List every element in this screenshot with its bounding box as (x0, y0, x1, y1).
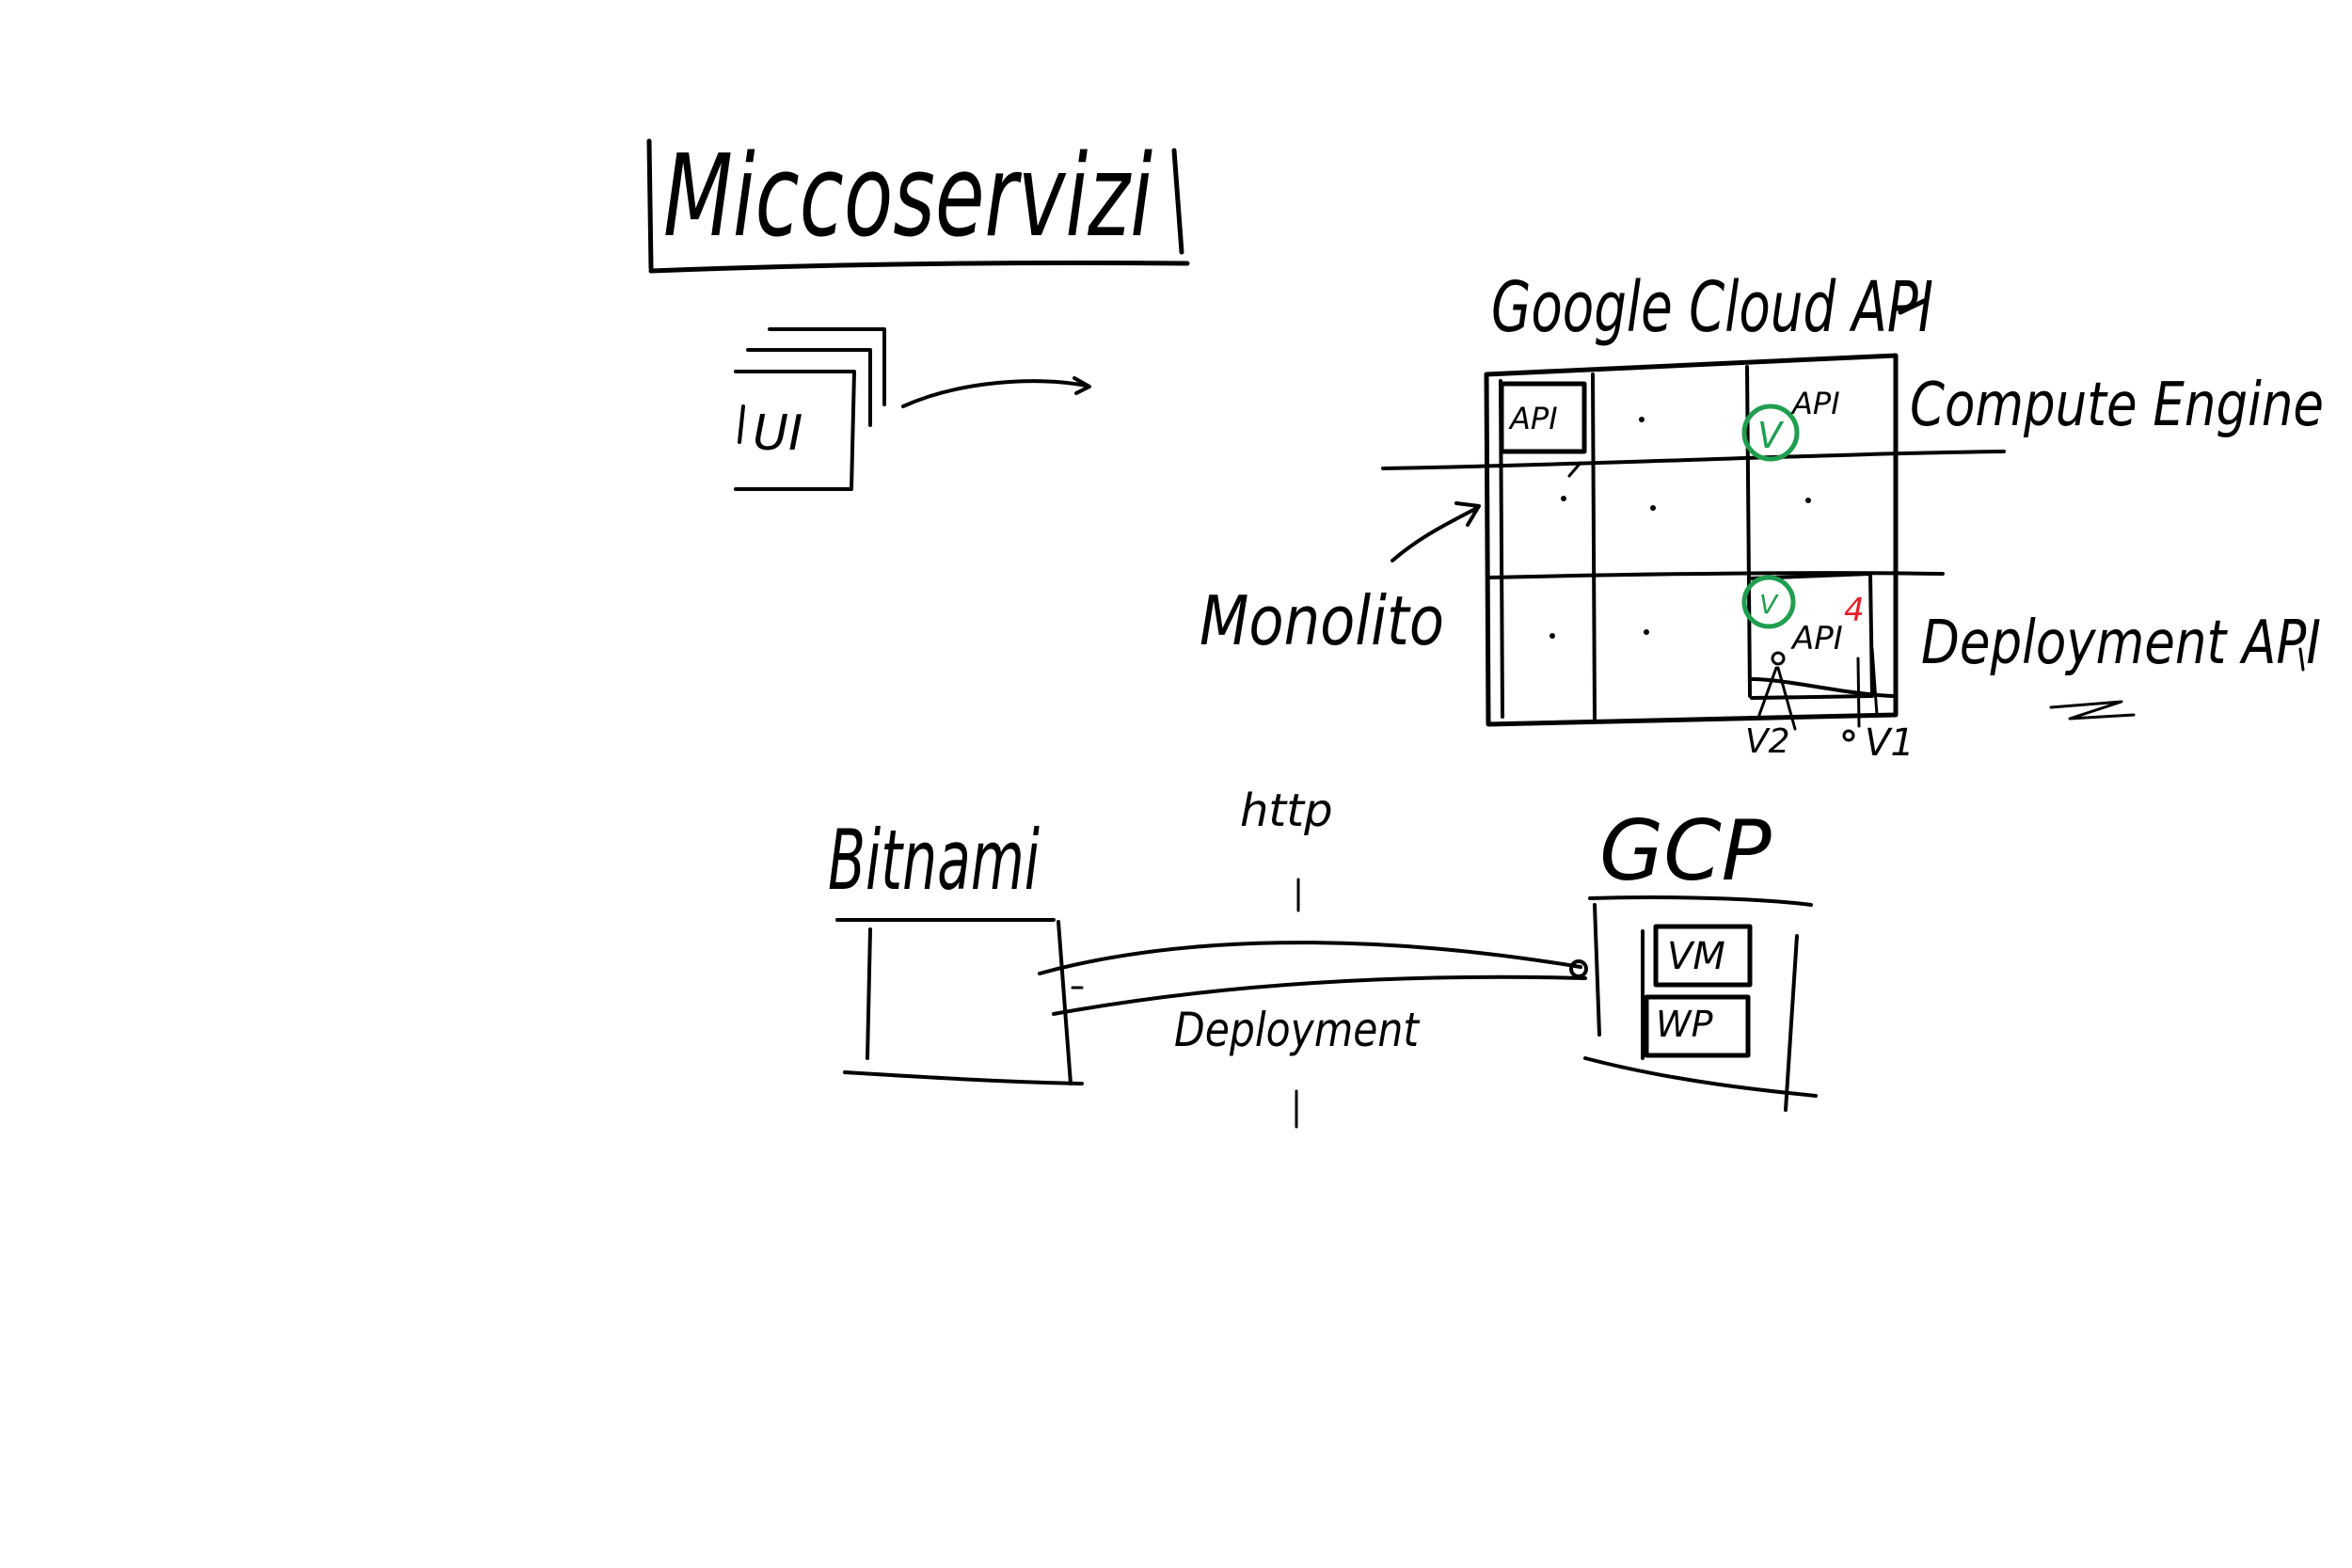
deployment-connector-bottom (1052, 974, 1587, 1016)
title-group: Miccoservizi (646, 132, 1190, 274)
bitnami-box (835, 918, 1084, 1085)
cloud-title: Google Cloud API (1491, 267, 1933, 348)
gcp-box: VM WP (1583, 895, 1818, 1112)
monolito-label: Monolito (1200, 581, 1444, 660)
compute-engine-label: Compute Engine (1910, 371, 2324, 440)
page-title: Miccoservizi (663, 132, 1152, 262)
wp-box (1644, 994, 1751, 1058)
api-box-top-left (1499, 381, 1587, 454)
gcp-label: GCP (1599, 802, 1772, 899)
ui-stack: UI (734, 327, 1091, 491)
v1-label: V1 (1865, 721, 1915, 765)
api-label-bottom-right: API (1790, 620, 1843, 657)
version-circle-top (1741, 404, 1800, 462)
version-label-bottom: V (1759, 589, 1779, 620)
v2-label: V2 (1745, 722, 1790, 761)
version-circle-bottom (1741, 575, 1796, 629)
http-label: http (1240, 784, 1333, 837)
deployment-label: Deployment (1174, 1003, 1421, 1057)
wp-label: WP (1656, 1004, 1713, 1045)
grid-frame (1484, 353, 1899, 727)
api-label-top-left: API (1508, 401, 1558, 436)
vm-label: VM (1667, 935, 1725, 978)
api-label-top-right: API (1790, 386, 1840, 421)
bottom-section: Bitnami http Deployment GCP VM WP (828, 784, 1818, 1129)
ui-arrow (901, 379, 1089, 408)
vm-box (1653, 924, 1753, 988)
version-label-top: V (1757, 415, 1785, 456)
red-mark: 4 (1844, 592, 1865, 629)
deployment-connector-top (1038, 941, 1582, 975)
monolito-arrow (1391, 506, 1479, 562)
ui-label: UI (753, 405, 803, 462)
cloud-section: Google Cloud API API V API V API 4 (1200, 267, 2324, 765)
deployment-api-label: Deployment API (1921, 609, 2321, 678)
bitnami-label: Bitnami (828, 812, 1040, 909)
